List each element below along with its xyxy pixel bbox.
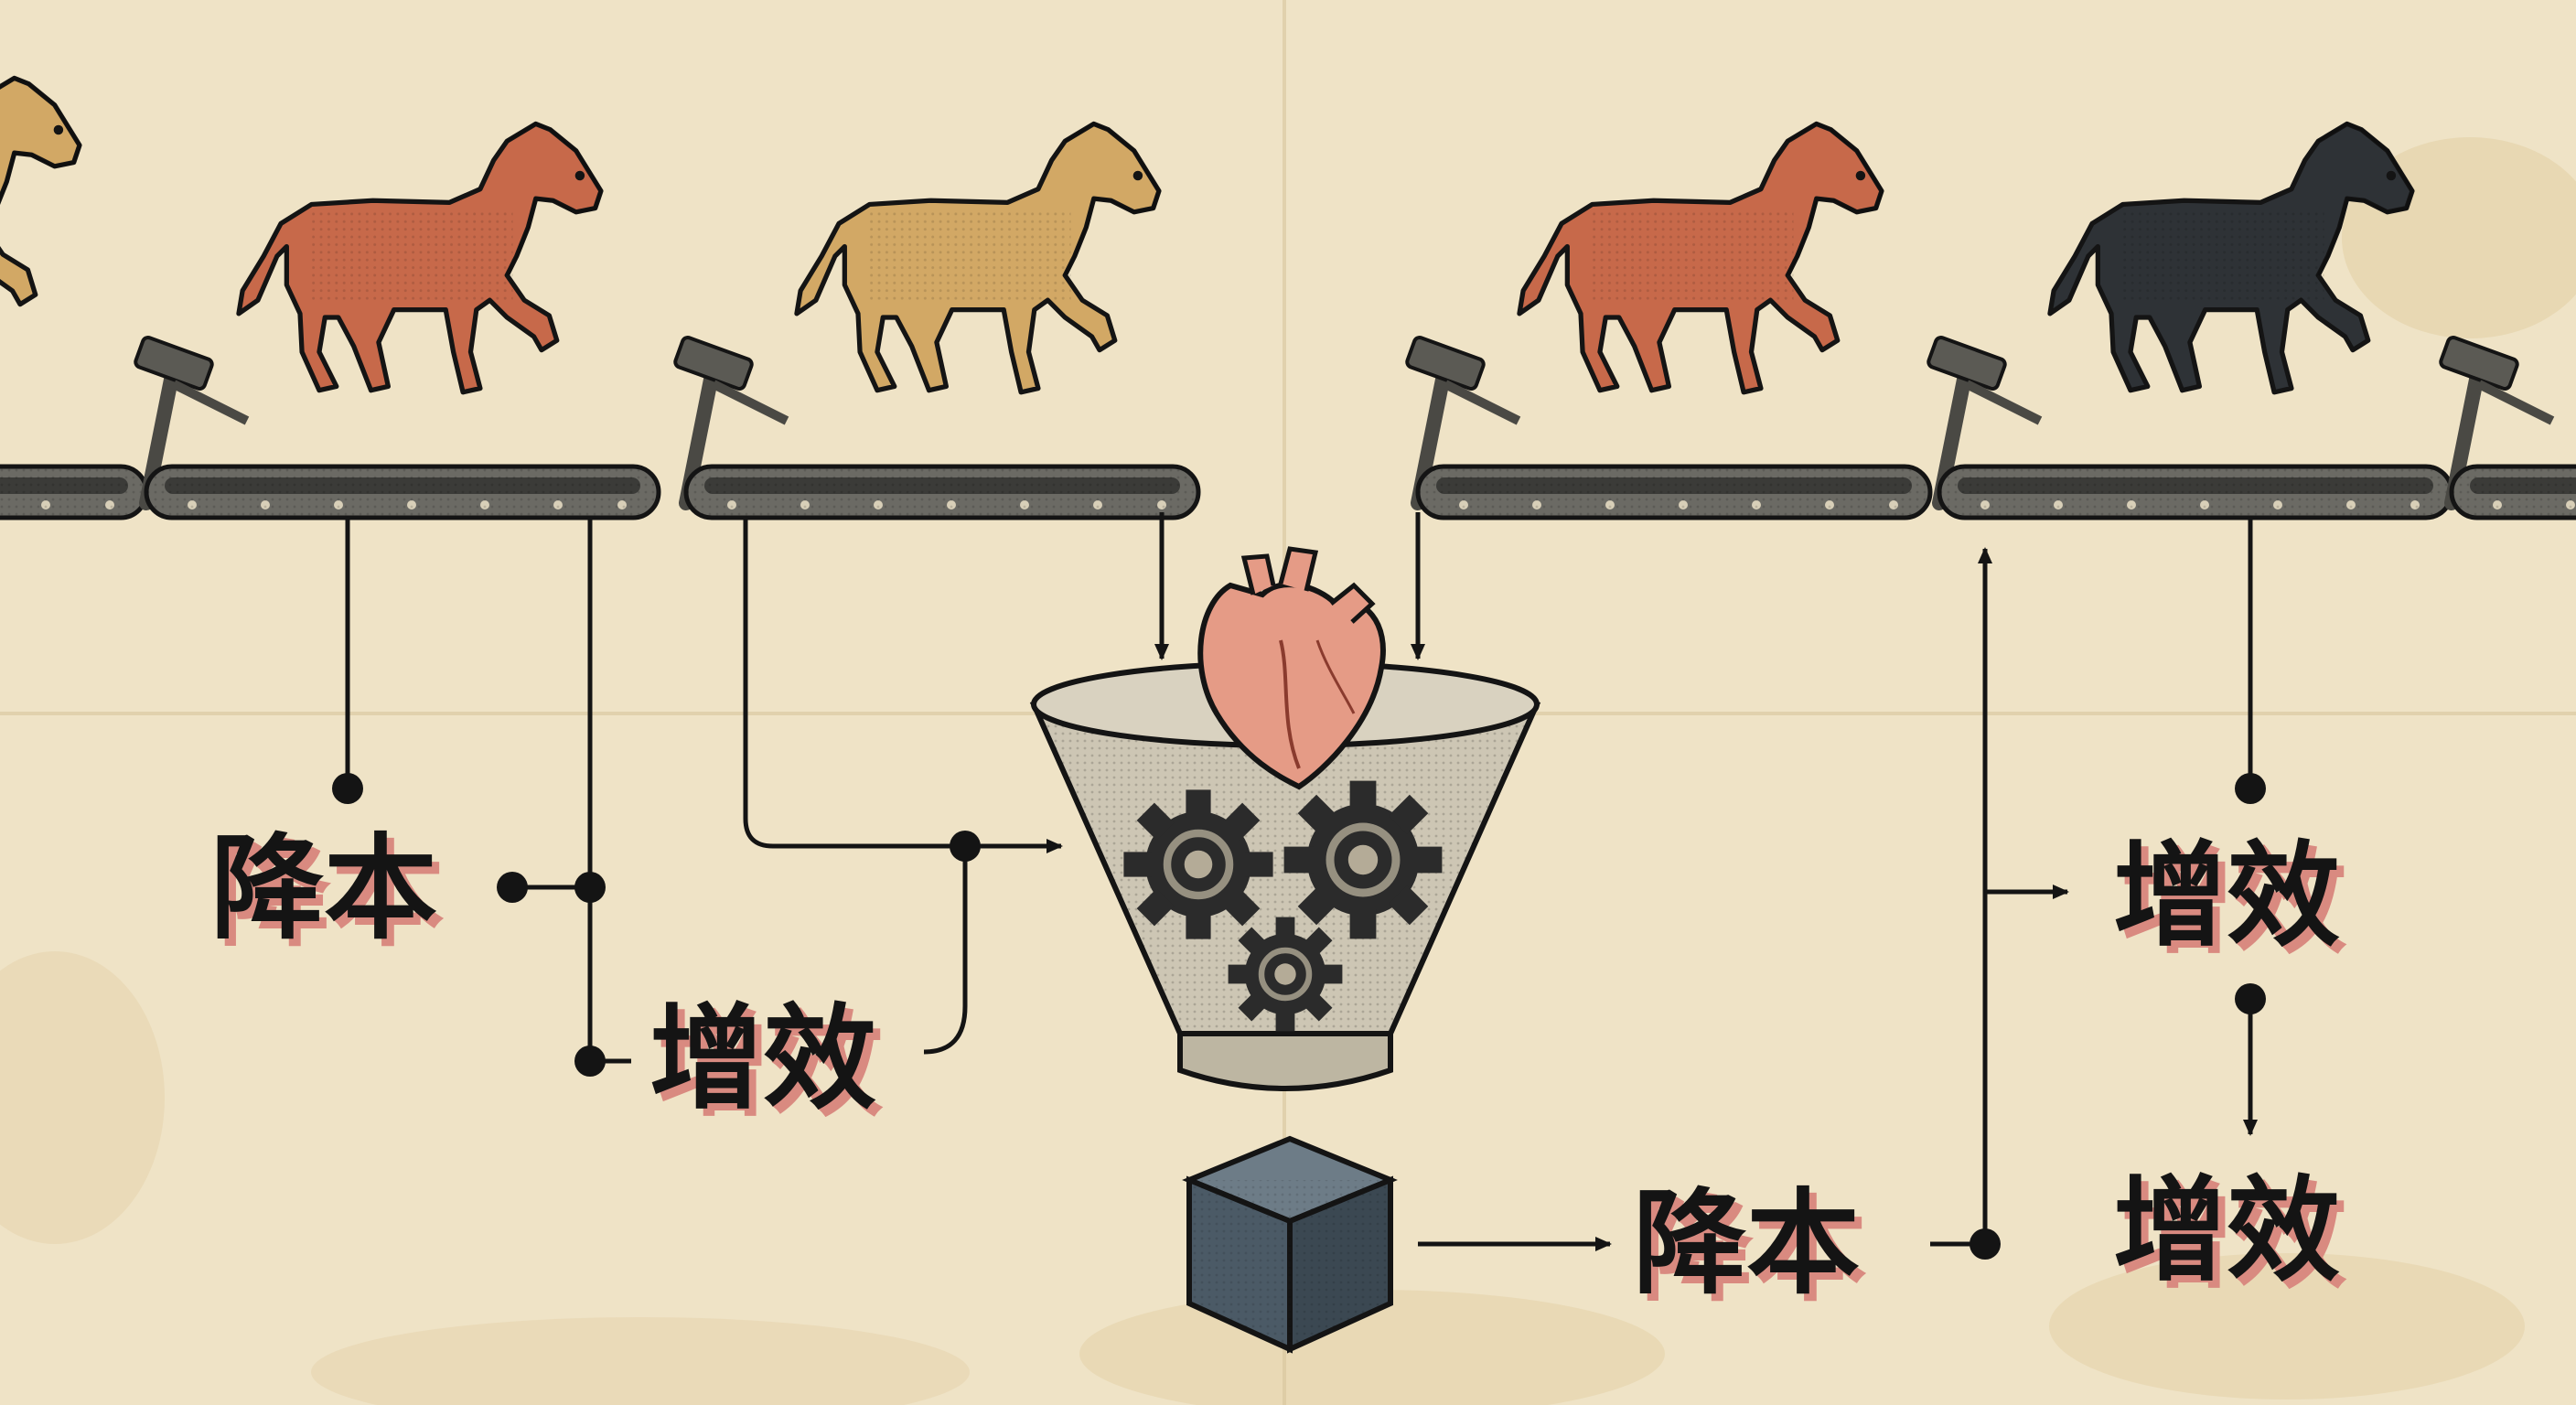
label-text: 增效 — [649, 993, 876, 1125]
label-text: 增效 — [2113, 831, 2340, 962]
cube-icon — [1182, 1135, 1398, 1354]
connector-dot — [574, 872, 606, 903]
funnel-icon — [1029, 660, 1541, 1091]
connector-lines — [345, 512, 2258, 1251]
paper-stains — [0, 137, 2576, 1405]
connector-dot — [574, 1046, 606, 1077]
label-right-efficiency-bottom: 增效 增效 — [2113, 1165, 2347, 1304]
label-text: 增效 — [2113, 1165, 2340, 1297]
connector-dots — [332, 773, 2266, 1260]
label-shadow: 增效 — [2120, 838, 2347, 970]
connector-dot — [332, 773, 363, 804]
heart-icon — [1197, 546, 1386, 790]
connector-dot — [950, 831, 981, 862]
connector-dot — [2235, 773, 2266, 804]
label-bottom-cost: 降本 降本 — [1633, 1178, 1867, 1317]
label-shadow: 降本 — [1640, 1185, 1867, 1317]
connector-line — [923, 846, 968, 1055]
connector-dot — [497, 872, 528, 903]
label-text: 降本 — [210, 823, 437, 955]
label-right-efficiency-top: 增效 增效 — [2113, 831, 2347, 970]
arrow — [743, 517, 1063, 853]
label-left-efficiency: 增效 增效 — [649, 993, 884, 1132]
label-shadow: 增效 — [657, 1001, 884, 1132]
label-text: 降本 — [1633, 1178, 1860, 1310]
label-left-cost: 降本 降本 — [210, 823, 445, 962]
connector-dot — [2235, 983, 2266, 1014]
label-shadow: 降本 — [218, 831, 445, 962]
connector-dot — [1970, 1228, 2001, 1260]
label-shadow: 增效 — [2120, 1173, 2347, 1304]
